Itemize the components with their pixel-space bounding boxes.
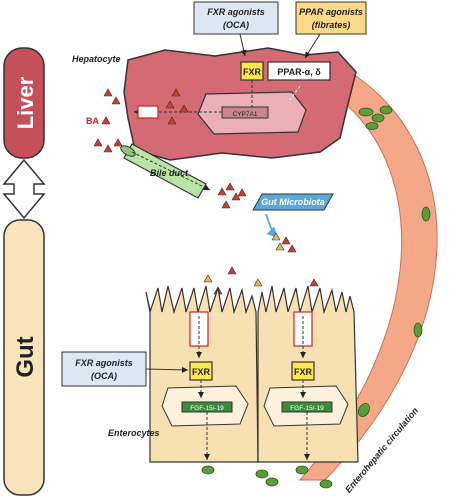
ba-label: BA bbox=[86, 116, 99, 126]
fxr-agonists-top-box bbox=[193, 1, 279, 35]
ppar-receptor-box bbox=[267, 61, 331, 81]
fxr-agonists-left-arrow bbox=[145, 366, 189, 373]
enterohepatic-circulation-band bbox=[298, 71, 438, 481]
fxr-agonists-left-box bbox=[61, 351, 147, 387]
liver-label: Liver bbox=[13, 76, 38, 129]
enterocytes-label: Enterocytes bbox=[108, 428, 160, 438]
bile-duct-tube bbox=[120, 143, 211, 199]
ppar-agonists-box bbox=[295, 1, 367, 35]
fgf-label-left: FGF-15/-19 bbox=[190, 405, 224, 412]
fxr-label-left: FXR bbox=[192, 367, 211, 377]
fxr-label-hepatocyte: FXR bbox=[243, 67, 262, 77]
gut-block bbox=[3, 219, 45, 496]
bile-acid-transporter-hepatocyte bbox=[137, 105, 159, 119]
bile-acid-triangles-liver bbox=[93, 88, 247, 209]
cyp7a1-label: CYP7A1 bbox=[233, 111, 258, 118]
ppar-to-nucleus-line bbox=[289, 85, 301, 101]
gut-microbiota-shape bbox=[252, 193, 334, 211]
gut-microbiota-label: Gut Microbiota bbox=[261, 197, 325, 207]
ppar-agonists-line2: (fibrates) bbox=[312, 20, 351, 30]
vesicles-enterocytes bbox=[201, 465, 333, 489]
fxr-agonists-left-line1: FXR agonists bbox=[75, 358, 133, 368]
fxr-agonists-top-arrow bbox=[239, 33, 247, 57]
fxr-agonists-top-line1: FXR agonists bbox=[207, 7, 265, 17]
ppar-agonists-arrow bbox=[304, 33, 321, 59]
fxr-receptor-hepatocyte bbox=[240, 61, 264, 81]
enterocyte-left bbox=[145, 285, 259, 463]
fxr-agonists-top-line2: (OCA) bbox=[223, 20, 249, 30]
liver-gut-double-arrow bbox=[2, 158, 46, 220]
fxr-label-right: FXR bbox=[294, 367, 313, 377]
enterocyte-right bbox=[257, 285, 359, 463]
fxr-agonists-left-line2: (OCA) bbox=[91, 371, 117, 381]
bile-duct-label: Bile duct bbox=[150, 168, 189, 178]
fgf-label-right: FGF-15/-19 bbox=[290, 405, 324, 412]
bile-acid-triangles-gut bbox=[203, 232, 319, 295]
gut-label: Gut bbox=[12, 336, 39, 377]
liver-block bbox=[3, 47, 45, 159]
hepatocyte-label: Hepatocyte bbox=[72, 54, 121, 64]
vesicles-circulation bbox=[358, 105, 431, 417]
ppar-agonists-line1: PPAR agonists bbox=[299, 7, 363, 17]
ppar-label: PPAR-α, δ bbox=[277, 67, 321, 77]
